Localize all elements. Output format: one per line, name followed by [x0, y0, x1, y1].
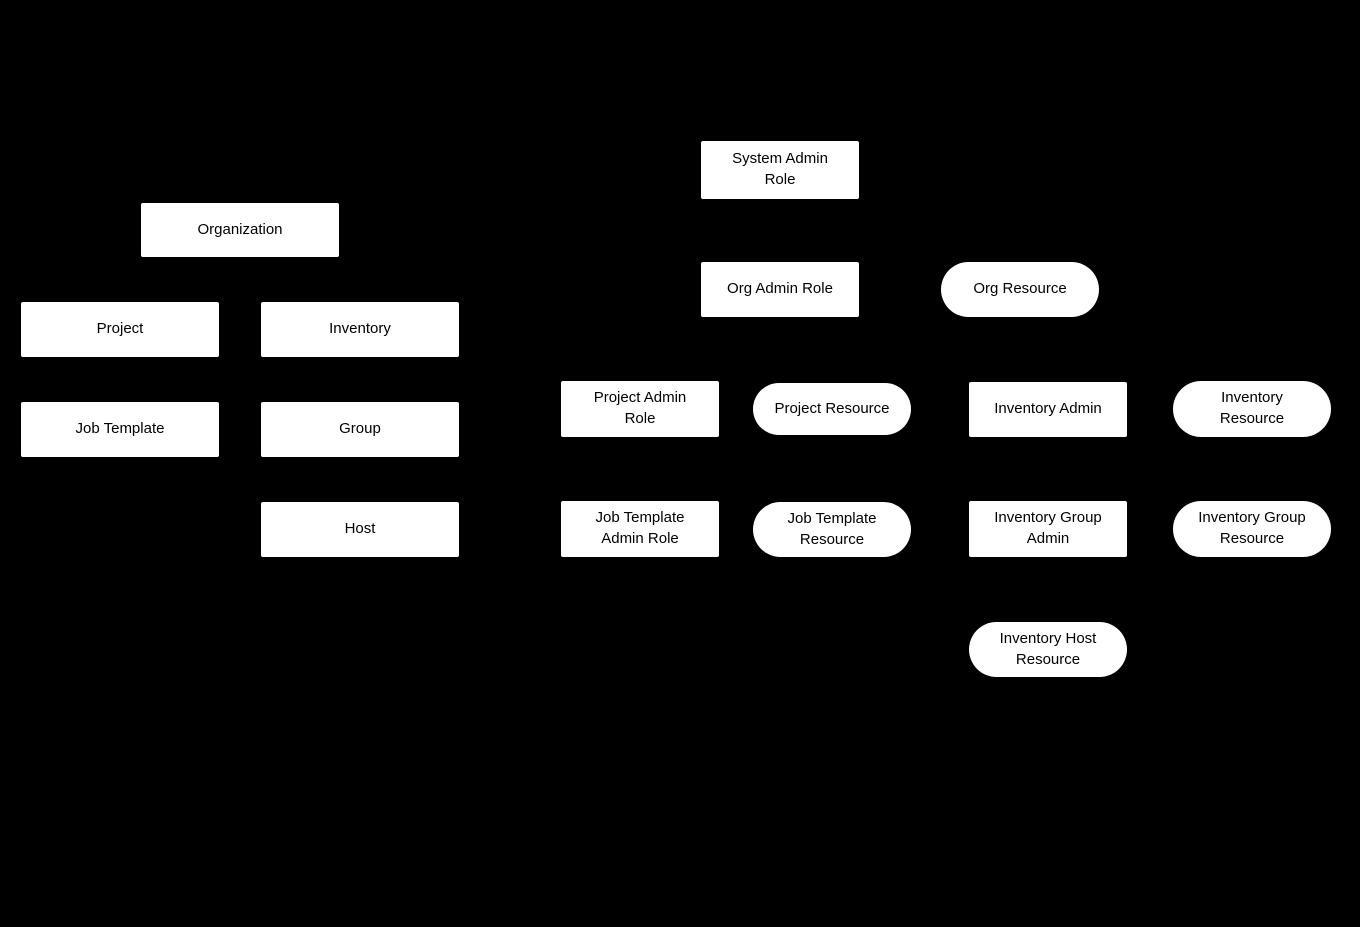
node-org-admin-role-label: Org Admin Role: [727, 280, 833, 298]
node-inventory-group-admin-label: Inventory Group Admin: [994, 509, 1102, 547]
node-organization: Organization: [141, 203, 339, 257]
node-job-template-admin-role-label: Job Template Admin Role: [595, 509, 685, 547]
node-group-label: Group: [339, 420, 381, 438]
node-host: Host: [261, 502, 459, 557]
node-org-resource-label: Org Resource: [973, 280, 1067, 298]
node-job-template-resource-label: Job Template Resource: [787, 509, 877, 548]
node-org-resource: Org Resource: [941, 262, 1099, 317]
node-inventory-host-resource: Inventory Host Resource: [969, 622, 1127, 677]
node-job-template: Job Template: [21, 402, 219, 457]
node-inventory-group-resource-label: Inventory Group Resource: [1198, 509, 1306, 547]
node-inventory-group-admin: Inventory Group Admin: [969, 501, 1127, 557]
node-inventory-host-resource-label: Inventory Host Resource: [999, 629, 1097, 668]
node-inventory-label: Inventory: [329, 320, 391, 338]
node-inventory-resource: Inventory Resource: [1173, 381, 1331, 437]
node-group: Group: [261, 402, 459, 457]
node-project-label: Project: [96, 320, 144, 338]
node-job-template-resource: Job Template Resource: [753, 502, 911, 557]
node-job-template-label: Job Template: [75, 420, 165, 438]
node-inventory-resource-label: Inventory Resource: [1219, 389, 1285, 427]
node-system-admin-role: System Admin Role: [701, 141, 859, 199]
node-project-resource: Project Resource: [753, 383, 911, 435]
node-project-admin-role: Project Admin Role: [561, 381, 719, 437]
node-project-admin-role-label: Project Admin Role: [593, 389, 687, 427]
node-project-resource-label: Project Resource: [774, 399, 890, 417]
node-system-admin-role-label: System Admin Role: [732, 150, 828, 188]
node-project: Project: [21, 302, 219, 357]
node-inventory: Inventory: [261, 302, 459, 357]
node-inventory-admin-label: Inventory Admin: [994, 400, 1102, 418]
node-host-label: Host: [344, 520, 376, 538]
node-inventory-admin: Inventory Admin: [969, 382, 1127, 437]
node-inventory-group-resource: Inventory Group Resource: [1173, 501, 1331, 557]
node-job-template-admin-role: Job Template Admin Role: [561, 501, 719, 557]
node-organization-label: Organization: [197, 220, 283, 238]
node-org-admin-role: Org Admin Role: [701, 262, 859, 317]
